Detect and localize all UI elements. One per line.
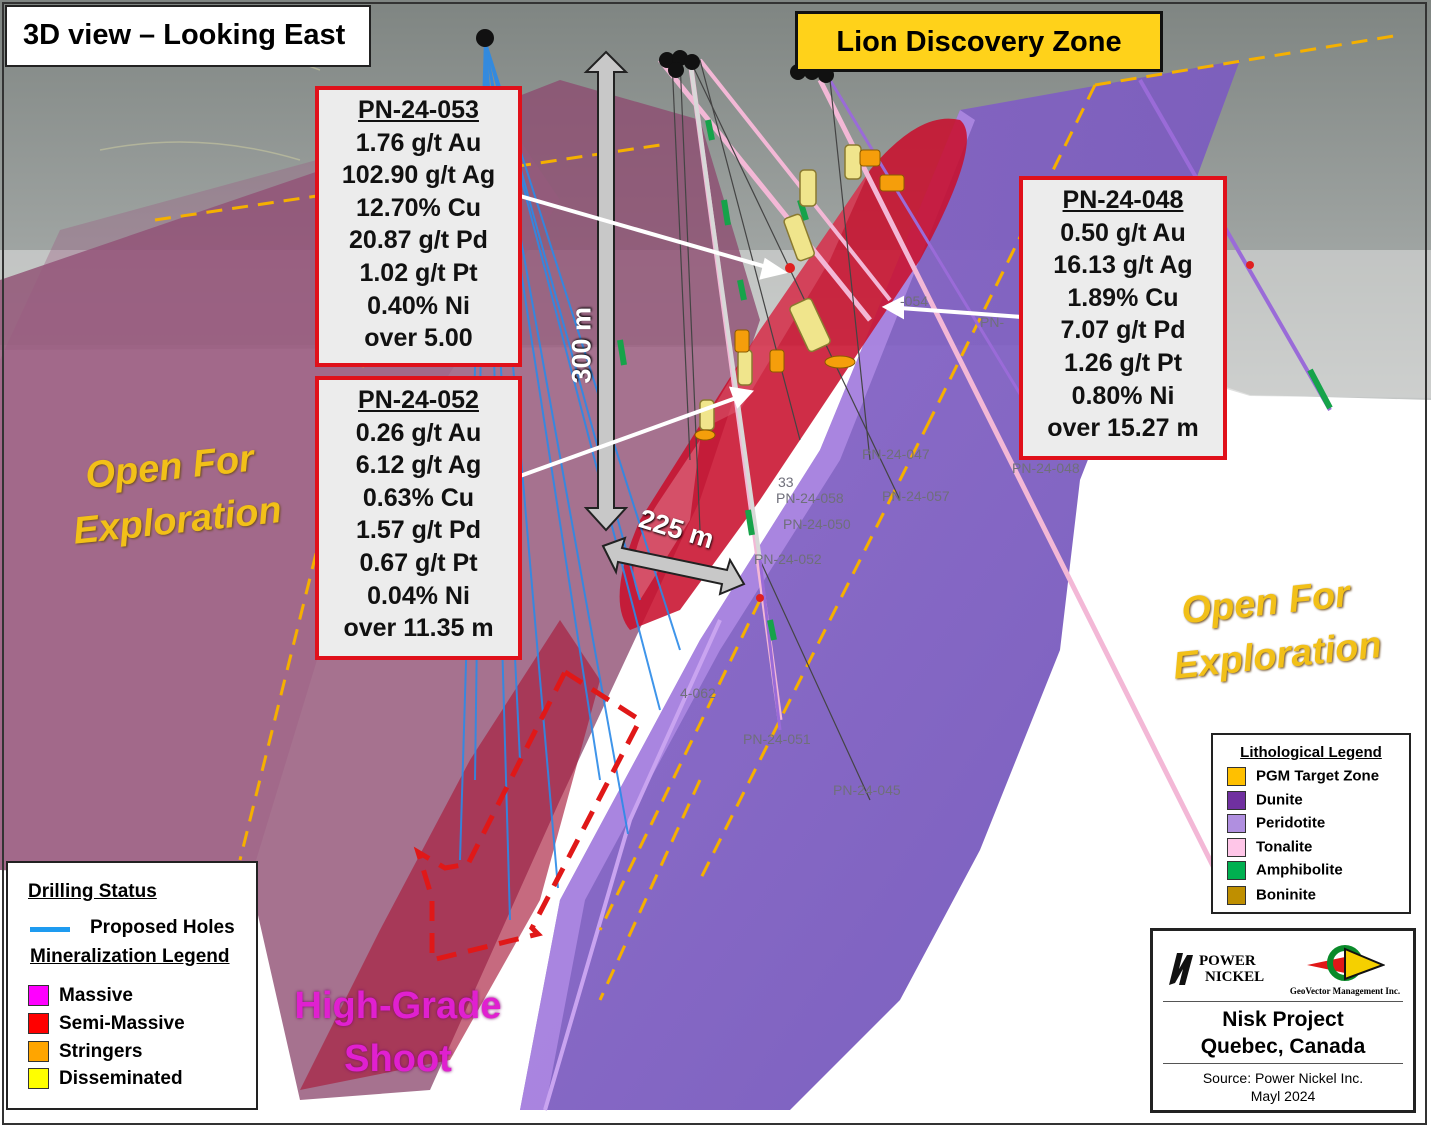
drill-traces xyxy=(658,58,1332,882)
assay-box-pn-24-048: PN-24-048 0.50 g/t Au 16.13 g/t Ag 1.89%… xyxy=(1019,176,1227,460)
source-credit: Source: Power Nickel Inc. xyxy=(1202,1070,1364,1086)
assay-line: 6.12 g/t Ag xyxy=(355,451,482,480)
map-date: Mayl 2024 xyxy=(1250,1088,1316,1104)
drilling-status-title: Drilling Status xyxy=(28,881,157,902)
assay-line: 1.89% Cu xyxy=(1067,283,1179,312)
assay-line: 0.40% Ni xyxy=(367,291,470,320)
swatch xyxy=(1227,791,1246,810)
assay-line: 20.87 g/t Pd xyxy=(349,226,488,255)
high-grade-shoot-arrow xyxy=(413,668,644,964)
legend-item-tonalite: Tonalite xyxy=(1227,838,1312,857)
legend-item-peridotite: Peridotite xyxy=(1227,814,1325,833)
assay-line: 0.80% Ni xyxy=(1071,381,1175,410)
legend-item-dunite: Dunite xyxy=(1227,791,1303,810)
dimension-arrow-horizontal xyxy=(601,536,746,596)
assay-line: 16.13 g/t Ag xyxy=(1053,251,1193,280)
hole-tag: PN-24-058 xyxy=(776,490,844,506)
hole-tag: PN-24-047 xyxy=(862,446,930,462)
hole-id: PN-24-048 xyxy=(1062,186,1184,214)
swatch xyxy=(28,985,49,1007)
litho-legend-title: Lithological Legend xyxy=(1240,744,1382,761)
mineral-zone xyxy=(619,118,967,631)
swatch xyxy=(28,1013,49,1035)
project-location: Quebec, Canada xyxy=(1200,1035,1366,1058)
hole-tag: PN- xyxy=(980,314,1005,330)
hole-tag: -054 xyxy=(900,293,929,309)
legend-item-massive: Massive xyxy=(28,985,133,1007)
dimension-300m: 300 m xyxy=(566,306,597,384)
hole-tag: PN-24-048 xyxy=(1012,460,1080,476)
drilling-legend: Drilling Status Proposed Holes Mineraliz… xyxy=(6,861,258,1110)
legend-item-stringers: Stringers xyxy=(28,1041,142,1063)
assay-line: 0.50 g/t Au xyxy=(1060,218,1186,247)
assay-line: 0.26 g/t Au xyxy=(355,418,482,447)
swatch xyxy=(1227,861,1246,880)
project-info-box: POWER NICKEL GeoVector Management Inc. N… xyxy=(1150,928,1416,1113)
swatch xyxy=(1227,838,1246,857)
open-exploration-left: Open For Exploration xyxy=(71,437,284,553)
assay-line: 1.76 g/t Au xyxy=(355,128,482,157)
assay-line: 0.67 g/t Pt xyxy=(359,548,478,577)
pgm-intercepts xyxy=(699,144,862,431)
assay-line: over 15.27 m xyxy=(1047,414,1199,443)
swatch xyxy=(28,1068,49,1090)
geovector-mark-icon xyxy=(1307,945,1385,981)
assay-line: 12.70% Cu xyxy=(355,193,482,222)
high-grade-shoot-surface xyxy=(300,620,600,1090)
swatch xyxy=(1227,886,1246,905)
swatch xyxy=(28,1041,49,1063)
assay-line: over 11.35 m xyxy=(343,614,494,643)
legend-item-amphibolite: Amphibolite xyxy=(1227,861,1343,880)
hole-id: PN-24-052 xyxy=(358,386,479,414)
geovector-logo: GeoVector Management Inc. xyxy=(1281,943,1409,999)
swatch xyxy=(1227,767,1246,786)
assay-line: 7.07 g/t Pd xyxy=(1060,316,1186,345)
hole-tag: PN-24-052 xyxy=(754,551,822,567)
open-exploration-right: Open For Exploration xyxy=(1171,573,1384,688)
assay-line: 1.02 g/t Pt xyxy=(359,258,478,287)
power-nickel-mark-icon xyxy=(1169,953,1193,985)
callout-arrows xyxy=(519,194,1023,478)
assay-line: 1.26 g/t Pt xyxy=(1063,348,1183,377)
assay-line: 1.57 g/t Pd xyxy=(355,516,482,545)
hole-tag: PN-24-050 xyxy=(783,516,851,532)
hole-tag: 33 xyxy=(778,474,794,490)
legend-item-disseminated: Disseminated xyxy=(28,1068,183,1090)
assay-box-pn-24-052: PN-24-052 0.26 g/t Au 6.12 g/t Ag 0.63% … xyxy=(315,376,522,660)
assay-box-pn-24-053: PN-24-053 1.76 g/t Au 102.90 g/t Ag 12.7… xyxy=(315,86,522,367)
zone-label: Lion Discovery Zone xyxy=(795,11,1163,72)
hole-tag: PN-24-045 xyxy=(833,782,901,798)
legend-item-semi-massive: Semi-Massive xyxy=(28,1013,185,1035)
mineralization-legend-title: Mineralization Legend xyxy=(30,946,230,967)
proposed-holes-label: Proposed Holes xyxy=(90,917,235,938)
hole-tag: 4-062 xyxy=(680,685,716,701)
lithological-legend: Lithological Legend PGM Target Zone Duni… xyxy=(1211,733,1411,914)
hole-id: PN-24-053 xyxy=(358,96,479,124)
legend-item-boninite: Boninite xyxy=(1227,886,1316,905)
assay-line: 0.04% Ni xyxy=(367,581,470,610)
dimension-arrow-vertical xyxy=(583,50,629,532)
view-title: 3D view – Looking East xyxy=(5,5,371,67)
proposed-holes-swatch xyxy=(30,927,70,932)
hole-tag: PN-24-051 xyxy=(743,731,811,747)
power-nickel-logo: POWER NICKEL xyxy=(1165,949,1275,989)
hole-tag: PN-24-057 xyxy=(882,488,950,504)
assay-line: 0.63% Cu xyxy=(362,483,475,512)
swatch xyxy=(1227,814,1246,833)
assay-line: over 5.00 xyxy=(364,324,473,353)
assay-line: 102.90 g/t Ag xyxy=(341,161,496,190)
legend-item-pgm: PGM Target Zone xyxy=(1227,767,1379,786)
high-grade-shoot-label: High-Grade Shoot xyxy=(294,985,502,1080)
project-name: Nisk Project xyxy=(1222,1008,1344,1031)
